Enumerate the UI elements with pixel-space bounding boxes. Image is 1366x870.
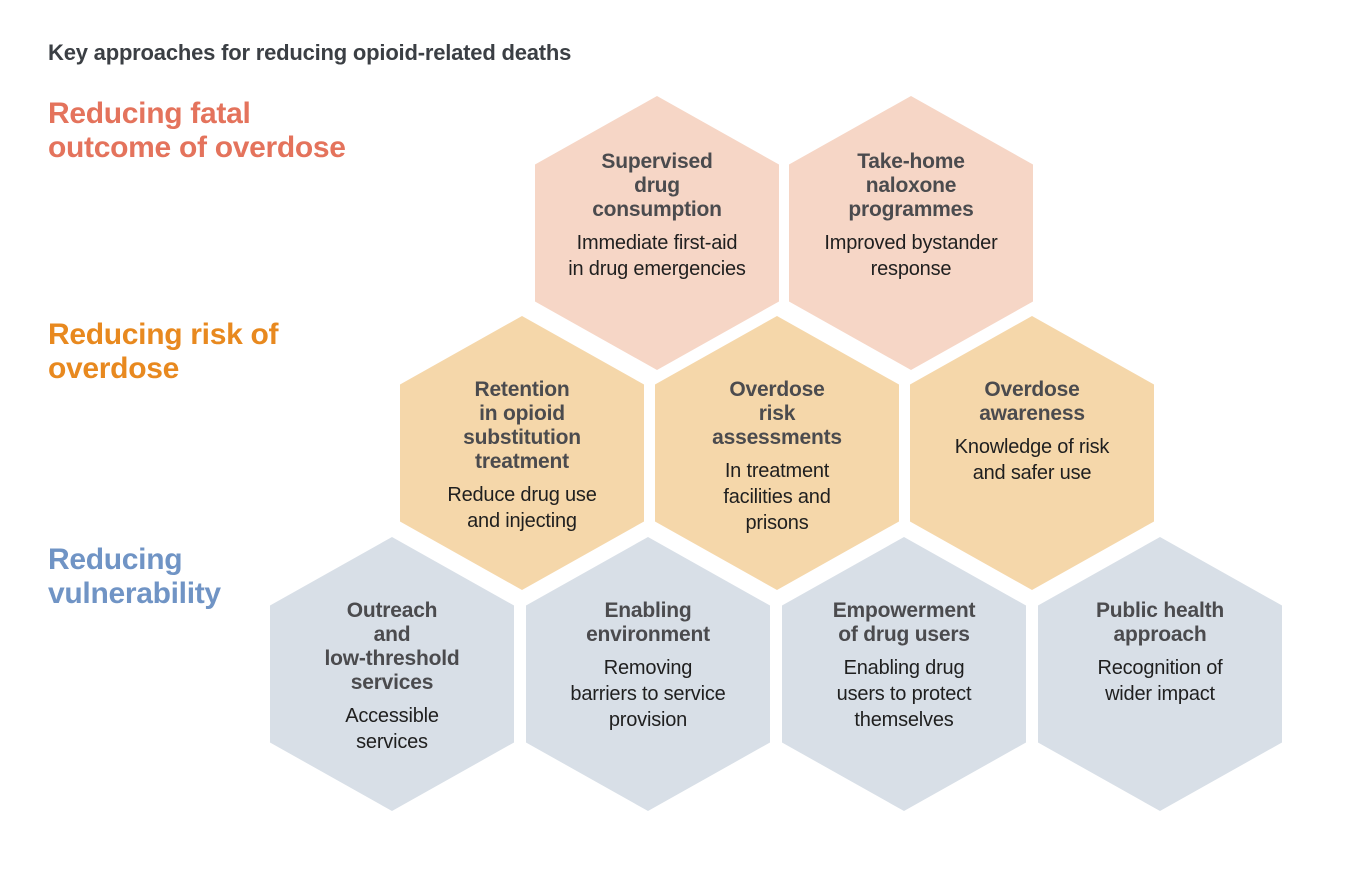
hex-content: Public health approach Recognition of wi… <box>1038 537 1282 811</box>
hex-content: Outreach and low-threshold services Acce… <box>270 537 514 811</box>
hex-content: Empowerment of drug users Enabling drug … <box>782 537 1026 811</box>
hex-content: Retention in opioid substitution treatme… <box>400 316 644 590</box>
hex-retention-substitution-treatment: Retention in opioid substitution treatme… <box>400 316 644 590</box>
hex-public-health-approach: Public health approach Recognition of wi… <box>1038 537 1282 811</box>
hex-subtext: Improved bystander response <box>824 231 998 280</box>
row-label-reducing-risk: Reducing risk of overdose <box>48 318 279 385</box>
hex-heading: Supervised drug consumption <box>592 150 722 221</box>
hex-heading: Empowerment of drug users <box>832 599 976 646</box>
hex-subtext: Knowledge of risk and safer use <box>954 435 1110 484</box>
hex-supervised-drug-consumption: Supervised drug consumption Immediate fi… <box>535 96 779 370</box>
hex-subtext: Reduce drug use and injecting <box>447 483 597 532</box>
hex-subtext: Enabling drug users to protect themselve… <box>836 656 972 731</box>
hex-overdose-risk-assessments: Overdose risk assessments In treatment f… <box>655 316 899 590</box>
diagram-title: Key approaches for reducing opioid-relat… <box>48 40 572 65</box>
hex-heading: Overdose risk assessments <box>712 378 842 449</box>
hex-subtext: Immediate first-aid in drug emergencies <box>568 231 746 280</box>
hex-heading: Retention in opioid substitution treatme… <box>463 378 581 473</box>
hex-subtext: Removing barriers to service provision <box>570 656 726 731</box>
hex-content: Take-home naloxone programmes Improved b… <box>789 96 1033 370</box>
hex-outreach-low-threshold-services: Outreach and low-threshold services Acce… <box>270 537 514 811</box>
hex-take-home-naloxone: Take-home naloxone programmes Improved b… <box>789 96 1033 370</box>
hex-subtext: Recognition of wider impact <box>1097 656 1223 705</box>
hex-heading: Enabling environment <box>586 599 710 646</box>
hex-content: Overdose awareness Knowledge of risk and… <box>910 316 1154 590</box>
hex-content: Enabling environment Removing barriers t… <box>526 537 770 811</box>
hex-content: Supervised drug consumption Immediate fi… <box>535 96 779 370</box>
hex-overdose-awareness: Overdose awareness Knowledge of risk and… <box>910 316 1154 590</box>
hex-heading: Public health approach <box>1095 599 1225 646</box>
hex-heading: Take-home naloxone programmes <box>848 150 974 221</box>
hex-heading: Overdose awareness <box>979 378 1085 425</box>
hex-subtext: Accessible services <box>345 704 439 753</box>
hex-content: Overdose risk assessments In treatment f… <box>655 316 899 590</box>
hex-heading: Outreach and low-threshold services <box>324 599 460 694</box>
row-label-reducing-vulnerability: Reducing vulnerability <box>48 543 221 610</box>
hex-enabling-environment: Enabling environment Removing barriers t… <box>526 537 770 811</box>
row-label-reducing-fatal-outcome: Reducing fatal outcome of overdose <box>48 97 346 164</box>
hex-empowerment-of-drug-users: Empowerment of drug users Enabling drug … <box>782 537 1026 811</box>
hex-subtext: In treatment facilities and prisons <box>723 459 831 534</box>
